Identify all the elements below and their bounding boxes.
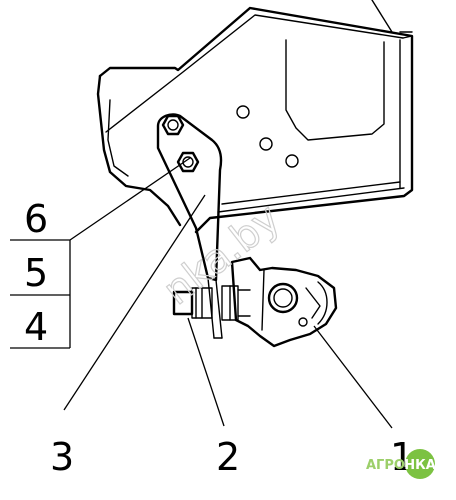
logo-text-right: НКА [404,458,436,473]
callout-6: 6 [24,197,48,241]
coupling-head [230,256,338,348]
callout-3: 3 [50,435,74,479]
logo-text-left: АГРО [366,458,405,473]
hose-fitting [172,285,251,321]
frame-bracket [96,0,414,234]
agronka-logo: АГРО НКА [366,449,436,479]
bolt-nut-upper [161,114,185,136]
callout-2: 2 [216,435,240,479]
callout-5: 5 [24,251,48,295]
leader-lines [10,157,393,429]
callout-4: 4 [24,305,48,349]
bolt-nut-lower [176,151,200,173]
